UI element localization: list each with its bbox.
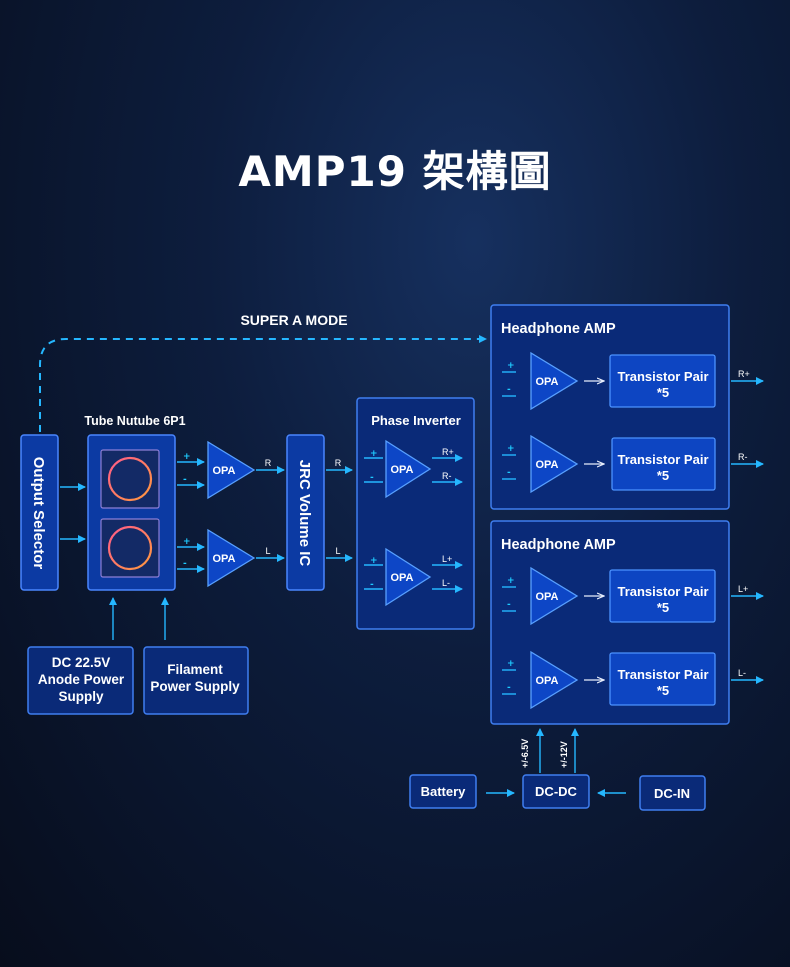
svg-text:+: +: [370, 556, 378, 566]
output-selector-box: [20, 434, 59, 591]
svg-text:Battery: Battery: [421, 784, 467, 799]
battery-box: [409, 774, 477, 809]
svg-text:OPA: OPA: [535, 376, 558, 388]
jrc-volume-ic-label: JRC Volume IC: [296, 460, 313, 567]
svg-text:OPA: OPA: [535, 459, 558, 471]
svg-text:DC-IN: DC-IN: [654, 786, 690, 801]
svg-text:-: -: [370, 580, 374, 590]
svg-text:L: L: [265, 546, 270, 556]
svg-text:OPA: OPA: [212, 553, 235, 565]
page-title: AMP19 架構圖: [238, 147, 552, 196]
phase-inverter-opa-right: + - OPA R+ R-: [364, 439, 463, 499]
tube-label: Tube Nutube 6P1: [84, 414, 185, 428]
svg-text:+: +: [507, 659, 515, 669]
rail-high-label: +/-12V: [559, 741, 569, 768]
hp-channel-l-plus: + - OPA Transistor Pair *5 L+: [502, 566, 764, 626]
svg-text:DC 22.5V: DC 22.5V: [52, 655, 111, 670]
svg-text:+: +: [507, 576, 515, 586]
svg-text:OPA: OPA: [212, 465, 235, 477]
preamp-opa-left: OPA: [207, 528, 256, 588]
svg-text:L-: L-: [442, 578, 450, 588]
svg-text:DC-DC: DC-DC: [535, 784, 577, 799]
super-a-mode-path: [39, 335, 487, 432]
svg-text:Power Supply: Power Supply: [150, 679, 240, 694]
svg-text:-: -: [183, 559, 187, 569]
svg-text:-: -: [507, 683, 511, 693]
anode-power-supply-box: [27, 646, 134, 715]
svg-text:R-: R-: [738, 452, 748, 462]
preamp-opa-right: OPA: [207, 440, 256, 500]
svg-text:-: -: [507, 468, 511, 478]
headphone-amp-top-label: Headphone AMP: [501, 321, 616, 337]
svg-text:L-: L-: [738, 668, 746, 678]
tube-element-bottom: [100, 518, 160, 578]
svg-text:R+: R+: [738, 369, 750, 379]
hp-channel-l-minus: + - OPA Transistor Pair *5 L-: [502, 650, 764, 710]
svg-text:*5: *5: [657, 385, 669, 400]
svg-text:-: -: [507, 385, 511, 395]
svg-text:Transistor Pair: Transistor Pair: [617, 369, 708, 384]
filament-power-supply-box: [143, 646, 249, 715]
svg-text:*5: *5: [657, 683, 669, 698]
svg-text:OPA: OPA: [535, 591, 558, 603]
svg-text:-: -: [507, 600, 511, 610]
svg-text:Supply: Supply: [58, 689, 103, 704]
svg-text:OPA: OPA: [390, 572, 413, 584]
svg-text:+: +: [183, 537, 191, 547]
svg-text:Transistor Pair: Transistor Pair: [617, 667, 708, 682]
phase-inverter-box: [356, 397, 475, 630]
svg-text:OPA: OPA: [390, 464, 413, 476]
svg-text:Transistor Pair: Transistor Pair: [617, 584, 708, 599]
super-a-mode-label: SUPER A MODE: [240, 312, 347, 328]
svg-text:Filament: Filament: [167, 662, 223, 677]
phase-inverter-label: Phase Inverter: [371, 413, 461, 428]
svg-text:*5: *5: [657, 468, 669, 483]
svg-text:R+: R+: [442, 447, 454, 457]
hp-channel-r-minus: + - OPA Transistor Pair *5 R-: [502, 434, 764, 494]
tube-element-top: [100, 449, 160, 509]
svg-text:R-: R-: [442, 471, 452, 481]
headphone-amp-bottom-label: Headphone AMP: [501, 537, 616, 553]
rail-low-label: +/-6.5V: [520, 739, 530, 768]
svg-text:*5: *5: [657, 600, 669, 615]
svg-text:-: -: [370, 473, 374, 483]
svg-text:R: R: [265, 458, 272, 468]
svg-text:L+: L+: [738, 584, 748, 594]
output-selector-label: Output Selector: [30, 457, 47, 570]
svg-text:+: +: [507, 444, 515, 454]
phase-inverter-opa-left: + - OPA L+ L-: [364, 547, 463, 607]
svg-text:+: +: [507, 361, 515, 371]
svg-text:Anode Power: Anode Power: [38, 672, 125, 687]
dc-dc-box: [522, 774, 590, 809]
svg-text:-: -: [183, 475, 187, 485]
svg-text:Transistor Pair: Transistor Pair: [617, 452, 708, 467]
svg-text:+: +: [370, 449, 378, 459]
hp-channel-r-plus: + - OPA Transistor Pair *5 R+: [502, 351, 764, 411]
svg-text:L+: L+: [442, 554, 452, 564]
jrc-volume-ic-box: [286, 434, 325, 591]
dc-in-box: [639, 775, 706, 811]
svg-text:R: R: [335, 458, 342, 468]
svg-text:OPA: OPA: [535, 675, 558, 687]
svg-text:L: L: [335, 546, 340, 556]
svg-text:+: +: [183, 452, 191, 462]
